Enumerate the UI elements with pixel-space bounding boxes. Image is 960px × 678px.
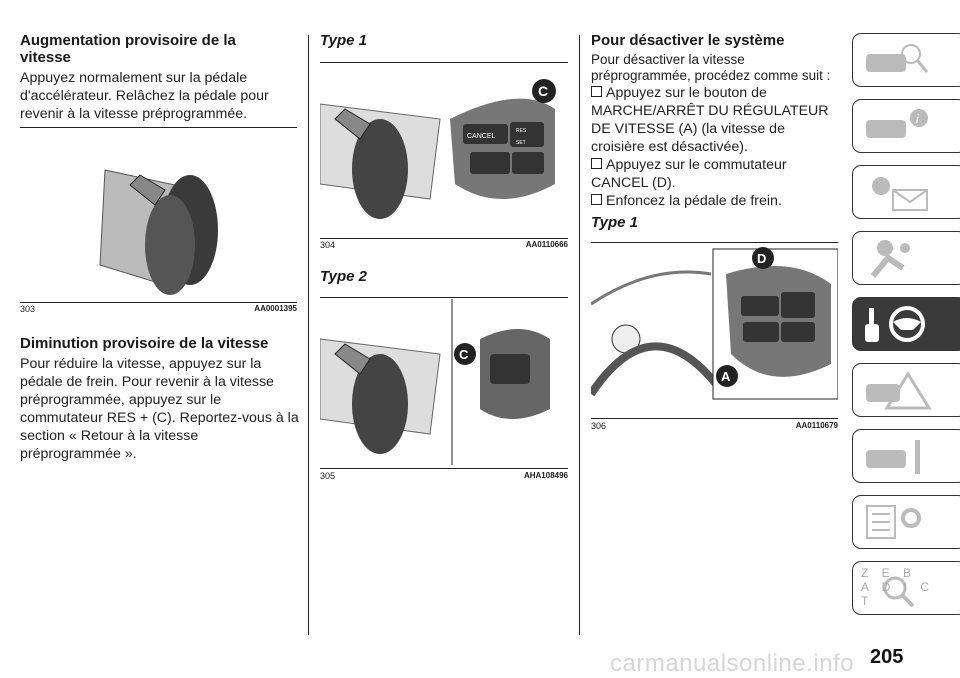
sidebar-tab-safety[interactable] bbox=[852, 231, 960, 285]
sidebar-tab-warning-lights[interactable] bbox=[852, 165, 960, 219]
set-label: SET bbox=[516, 140, 526, 146]
svg-text:i: i bbox=[916, 112, 919, 126]
car-wrench-icon bbox=[866, 440, 920, 474]
figure-305-steering-control-illustration: C bbox=[320, 299, 550, 465]
watermark: carmanualsonline.info bbox=[610, 650, 854, 677]
key-steering-wheel-icon bbox=[865, 306, 925, 342]
sidebar-tab-emergency[interactable] bbox=[852, 363, 960, 417]
page-number: 205 bbox=[870, 646, 904, 668]
list-item: Enfoncez la pédale de frein. bbox=[591, 192, 841, 210]
sidebar-tab-car-info[interactable]: i bbox=[852, 99, 960, 153]
figure-306-dashboard-illustration: D A bbox=[591, 247, 838, 400]
paragraph-deactivate-intro: Pour désactiver la vitesse préprogrammée… bbox=[591, 52, 831, 83]
figure-303-pedal-illustration bbox=[99, 169, 218, 295]
figure-304-steering-control-illustration: CANCEL RES SET C bbox=[320, 79, 556, 219]
res-label: RES bbox=[516, 128, 527, 134]
list-item: Appuyez sur le bouton de MARCHE/ARRÊT DU… bbox=[591, 85, 829, 155]
figure-rule bbox=[20, 127, 297, 128]
airbag-seat-icon bbox=[870, 240, 910, 278]
sidebar-tab-starting-driving[interactable] bbox=[852, 297, 960, 351]
callout-c: C bbox=[459, 347, 469, 362]
paragraph-speed-decrease: Pour réduire la vitesse, appuyez sur la … bbox=[20, 356, 299, 462]
column-divider bbox=[308, 35, 309, 635]
index-letters: Z E B A D I C T bbox=[861, 566, 931, 608]
cancel-label: CANCEL bbox=[467, 133, 496, 140]
type2-label: Type 2 bbox=[320, 268, 367, 285]
warning-light-message-icon bbox=[872, 177, 928, 211]
sidebar-tab-maintenance[interactable] bbox=[852, 429, 960, 483]
callout-c: C bbox=[538, 83, 548, 99]
deactivate-steps-list: Appuyez sur le bouton de MARCHE/ARRÊT DU… bbox=[591, 84, 841, 210]
checkbox-bullet-icon bbox=[591, 158, 602, 169]
car-info-icon: i bbox=[866, 109, 928, 138]
sidebar-tab-car-search[interactable] bbox=[852, 33, 960, 87]
car-search-icon bbox=[866, 44, 929, 73]
list-gears-icon bbox=[866, 505, 921, 539]
sidebar-tab-technical-data[interactable] bbox=[852, 495, 960, 549]
checkbox-bullet-icon bbox=[591, 86, 602, 97]
heading-speed-increase: Augmentation provisoire de la vitesse bbox=[20, 32, 236, 66]
car-warning-triangle-icon bbox=[866, 371, 932, 410]
sidebar-tab-index[interactable]: Z E B A D I C T bbox=[852, 561, 960, 615]
type1-label: Type 1 bbox=[591, 214, 638, 231]
checkbox-bullet-icon bbox=[591, 194, 602, 205]
callout-a: A bbox=[721, 369, 731, 384]
paragraph-speed-increase: Appuyez normalement sur la pédale d'accé… bbox=[20, 70, 269, 122]
column-divider bbox=[579, 35, 580, 635]
magnifier-index-icon bbox=[883, 576, 915, 608]
heading-speed-decrease: Diminution provisoire de la vitesse bbox=[20, 335, 269, 352]
type1-label: Type 1 bbox=[320, 32, 367, 49]
list-item: Appuyez sur le commutateur CANCEL (D). bbox=[591, 157, 787, 191]
heading-deactivate: Pour désactiver le système bbox=[591, 32, 785, 49]
callout-d: D bbox=[757, 251, 766, 266]
